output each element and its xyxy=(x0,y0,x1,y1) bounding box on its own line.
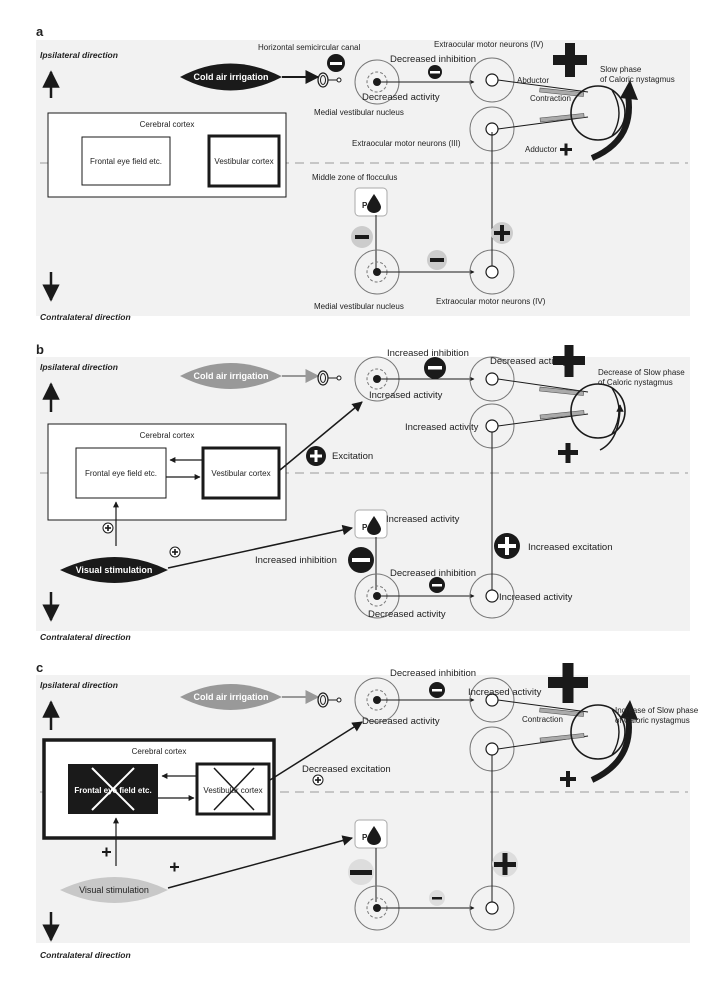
mvn-top-label: Medial vestibular nucleus xyxy=(314,108,404,117)
abductor-label: Abductor xyxy=(517,76,549,85)
cortex-label: Cerebral cortex xyxy=(140,120,195,129)
cortex-label-b: Cerebral cortex xyxy=(140,431,195,440)
increased-inhibition-top-label: Increased inhibition xyxy=(387,348,469,359)
canal-label: Horizontal semicircular canal xyxy=(258,43,360,52)
contraction-label: Contraction xyxy=(530,94,571,103)
decreased-activity-eye-label: Decreased activity xyxy=(490,356,568,367)
cold-air-label: Cold air irrigation xyxy=(193,72,268,82)
decreased-inhibition-label-c: Decreased inhibition xyxy=(390,668,476,679)
visual-stimulation-ellipse-c xyxy=(60,877,168,903)
purkinje-letter-c: P xyxy=(362,833,368,842)
eom-iv-bottom-label: Extraocular motor neurons (IV) xyxy=(436,297,546,306)
eom-iv-top-label: Extraocular motor neurons (IV) xyxy=(434,40,544,49)
increased-excitation-label: Increased excitation xyxy=(528,542,613,553)
slow-phase-label-2: of Caloric nystagmus xyxy=(600,75,675,84)
fef-box-b xyxy=(75,447,167,499)
vestibular-cortex-label-b: Vestibular cortex xyxy=(211,469,270,478)
fef-box xyxy=(81,136,171,186)
increased-inhibition-mid-label: Increased inhibition xyxy=(255,555,337,566)
cold-air-ellipse-c xyxy=(180,684,282,710)
contralateral-label-b: Contralateral direction xyxy=(40,632,131,642)
cold-air-ellipse xyxy=(180,63,282,91)
visual-to-p-arrow xyxy=(167,524,354,569)
increased-activity-top-label: Increased activity xyxy=(369,390,443,401)
decreased-inhibition-label: Decreased inhibition xyxy=(390,54,476,65)
purkinje-letter: P xyxy=(362,201,368,210)
slow-phase-arrow-c xyxy=(590,714,632,783)
ipsilateral-label-c: Ipsilateral direction xyxy=(40,680,118,690)
decreased-excitation-label: Decreased excitation xyxy=(302,764,391,775)
purkinje-letter-b: P xyxy=(362,523,368,532)
ipsilateral-label: Ipsilateral direction xyxy=(40,50,118,60)
vestibular-cortex-box-b xyxy=(201,446,281,500)
panel-b: b Ipsilateral direction Contralateral di… xyxy=(36,342,690,642)
ipsilateral-label-b: Ipsilateral direction xyxy=(40,362,118,372)
adductor-label: Adductor xyxy=(525,145,557,154)
vestibular-cortex-box xyxy=(207,134,281,188)
vestibular-cortex-label: Vestibular cortex xyxy=(214,157,273,166)
panel-c-letter: c xyxy=(36,660,43,675)
slow-phase-label-b-2: of Caloric nystagmus xyxy=(598,378,673,387)
decreased-activity-label: Decreased activity xyxy=(362,92,440,103)
cold-air-ellipse-b xyxy=(180,363,282,389)
adductor-line xyxy=(497,116,589,130)
fef-label-c: Frontal eye field etc. xyxy=(74,786,151,795)
vestibular-cortex-label-c: Vestibular cortex xyxy=(203,786,262,795)
visual-stimulation-ellipse xyxy=(60,557,168,583)
slow-phase-label-1: Slow phase xyxy=(600,65,642,74)
panel-a-letter: a xyxy=(36,24,44,39)
vest-cortex-to-mvn-arrow xyxy=(279,401,363,471)
contraction-label-c: Contraction xyxy=(522,715,563,724)
panel-b-letter: b xyxy=(36,342,44,357)
slow-phase-arrow xyxy=(590,94,632,161)
slow-phase-label-c-2: of Caloric nystagmus xyxy=(615,716,690,725)
visual-stimulation-label-c: Visual stimulation xyxy=(79,885,149,895)
increased-activity-p-label: Increased activity xyxy=(386,514,460,525)
mvn-bottom-label: Medial vestibular nucleus xyxy=(314,302,404,311)
flocculus-label: Middle zone of flocculus xyxy=(312,173,397,182)
contralateral-label-c: Contralateral direction xyxy=(40,950,131,960)
purkinje-cell-icon-c xyxy=(354,819,388,849)
cold-air-label-c: Cold air irrigation xyxy=(193,692,268,702)
panel-c: c Ipsilateral direction Contralateral di… xyxy=(36,660,699,960)
fef-label: Frontal eye field etc. xyxy=(90,157,162,166)
eom-iii-label: Extraocular motor neurons (III) xyxy=(352,139,461,148)
decreased-activity-bottom-label: Decreased activity xyxy=(368,609,446,620)
increased-activity-label-c: Increased activity xyxy=(468,687,542,698)
visual-stimulation-label: Visual stimulation xyxy=(76,565,153,575)
excitation-label: Excitation xyxy=(332,451,373,462)
increased-activity-bottom-label: Increased activity xyxy=(499,592,573,603)
slow-phase-label-c-1: Increase of Slow phase xyxy=(615,706,699,715)
increased-activity-mid-label: Increased activity xyxy=(405,422,479,433)
decreased-inhibition-label-b: Decreased inhibition xyxy=(390,568,476,579)
purkinje-cell-icon-b xyxy=(354,509,388,539)
slow-phase-arrow-b xyxy=(599,404,624,451)
abductor-line xyxy=(497,79,589,93)
panel-a: a Ipsilateral direction Contralateral di… xyxy=(36,24,690,322)
contralateral-label: Contralateral direction xyxy=(40,312,131,322)
slow-phase-label-b-1: Decrease of Slow phase xyxy=(598,368,685,377)
cold-air-label-b: Cold air irrigation xyxy=(193,371,268,381)
decreased-activity-label-c: Decreased activity xyxy=(362,716,440,727)
cortex-label-c: Cerebral cortex xyxy=(132,747,187,756)
fef-label-b: Frontal eye field etc. xyxy=(85,469,157,478)
purkinje-cell-icon xyxy=(354,187,388,217)
